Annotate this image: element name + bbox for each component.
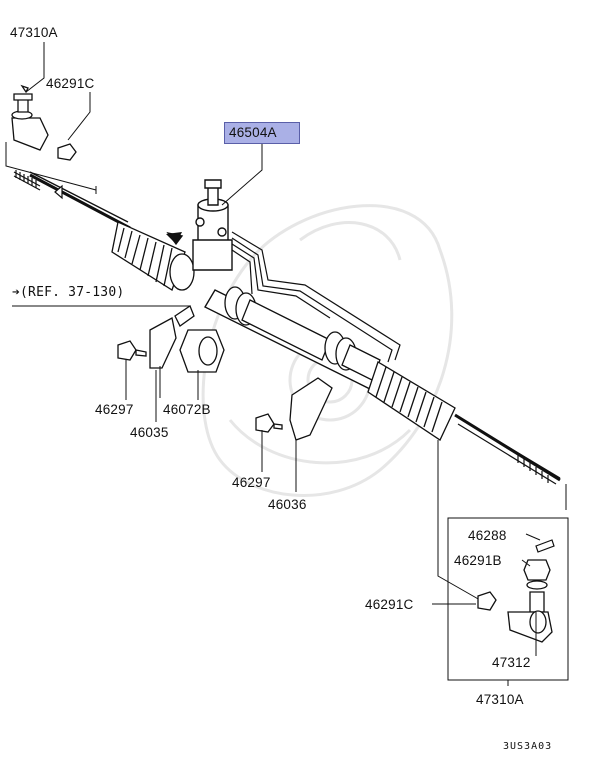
left-bushing: [179, 329, 225, 373]
label-gear-assembly[interactable]: 46504A: [229, 125, 277, 140]
label-tierod-end-left: 47310A: [10, 25, 58, 40]
left-nut: [57, 143, 77, 161]
label-bolt-right: 46297: [232, 475, 271, 490]
pointer-arrow-icon: [166, 232, 182, 244]
hydraulic-pipes: [231, 231, 401, 363]
left-boot: [111, 221, 195, 291]
left-bolt: [117, 340, 147, 361]
label-bushing: 46072B: [163, 402, 211, 417]
label-cotter-pin: 46288: [468, 528, 507, 543]
label-nut-left: 46291C: [46, 76, 95, 91]
right-tierod-end: [507, 591, 553, 643]
right-threaded-shaft: [457, 417, 561, 485]
right-bracket-lines: [437, 440, 569, 681]
label-clamp-right: 46036: [268, 497, 307, 512]
right-castle-nut: [523, 559, 551, 590]
label-tierod-end-inner: 47312: [492, 655, 531, 670]
label-nut-right: 46291C: [365, 597, 414, 612]
reference-note[interactable]: ➔(REF. 37-130): [12, 285, 125, 300]
label-tierod-end-right: 47310A: [476, 692, 524, 707]
highlight-box: [224, 122, 300, 144]
label-bolt-left: 46297: [95, 402, 134, 417]
left-tierod-end: [11, 84, 49, 151]
right-nut: [477, 591, 497, 611]
figure-code: 3US3A03: [503, 741, 553, 752]
right-boot: [367, 361, 456, 441]
rack-center: [224, 286, 381, 381]
right-clamp: [289, 377, 333, 441]
left-bracket-lines: [5, 142, 97, 194]
label-clamp-left: 46035: [130, 425, 169, 440]
label-castle-nut: 46291B: [454, 553, 502, 568]
right-bolt: [255, 413, 283, 433]
right-cotter-pin: [535, 539, 555, 553]
leader-lines: [12, 42, 541, 686]
left-clamp: [149, 305, 195, 369]
left-threaded-shaft: [13, 170, 63, 200]
